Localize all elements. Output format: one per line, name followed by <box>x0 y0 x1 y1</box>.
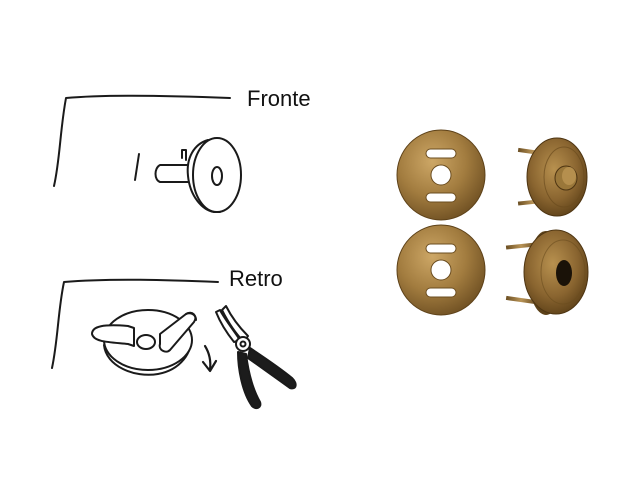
front-snap-hole <box>211 166 223 186</box>
arrow-down-icon <box>201 344 218 373</box>
front-step-illustration <box>53 94 242 213</box>
front-fabric-outline <box>53 94 231 187</box>
back-label: Retro <box>229 266 283 291</box>
back-prong-left <box>91 324 135 347</box>
pliers-icon <box>215 305 297 410</box>
washer-disc-top <box>396 129 486 221</box>
front-slit-mark <box>134 153 140 181</box>
back-fabric-outline <box>51 278 219 369</box>
back-washer-hole <box>136 334 156 350</box>
front-label: Fronte <box>247 86 311 111</box>
front-prong-top <box>181 149 187 161</box>
back-step-illustration <box>51 278 219 376</box>
magnetic-snap-male <box>517 137 588 217</box>
washer-disc-bottom <box>396 224 486 316</box>
product-photo <box>396 129 589 316</box>
magnetic-snap-female <box>505 229 589 315</box>
